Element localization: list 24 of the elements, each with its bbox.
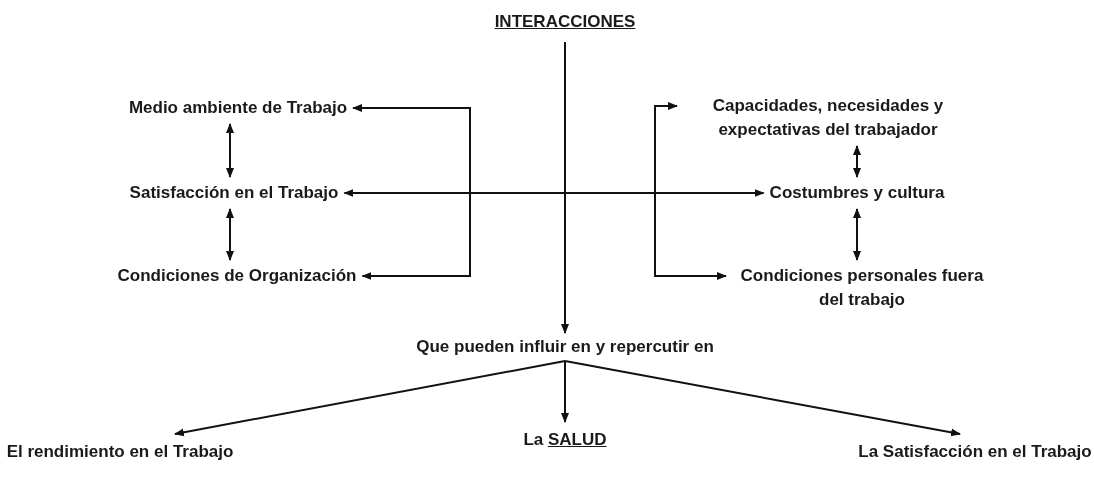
- arrow: [561, 41, 569, 334]
- arrow: [654, 192, 727, 280]
- text-label: Condiciones personales fuera del trabajo: [732, 264, 992, 312]
- text-label: Medio ambiente de Trabajo: [128, 96, 348, 120]
- text-label: La SALUD: [523, 428, 607, 452]
- text-label: Satisfacción en el Trabajo: [129, 181, 339, 205]
- arrow: [343, 189, 765, 197]
- arrow: [226, 208, 234, 261]
- text-label: Que pueden influir en y repercutir en: [416, 335, 714, 359]
- text-label: Condiciones de Organización: [117, 264, 357, 288]
- text-label: Capacidades, necesidades y expectativas del trabajador: [683, 94, 973, 142]
- arrow: [361, 192, 471, 280]
- arrow: [853, 145, 861, 178]
- heading-label: INTERACCIONES: [494, 10, 636, 34]
- text-label: El rendimiento en el Trabajo: [0, 440, 240, 464]
- arrow: [174, 360, 566, 437]
- text-label: La Satisfacción en el Trabajo: [857, 440, 1093, 464]
- arrow: [561, 360, 569, 423]
- arrow: [352, 104, 471, 194]
- arrow: [226, 123, 234, 178]
- arrow: [564, 360, 961, 437]
- text-label: Costumbres y cultura: [769, 181, 945, 205]
- arrow: [853, 208, 861, 261]
- arrow: [654, 102, 678, 194]
